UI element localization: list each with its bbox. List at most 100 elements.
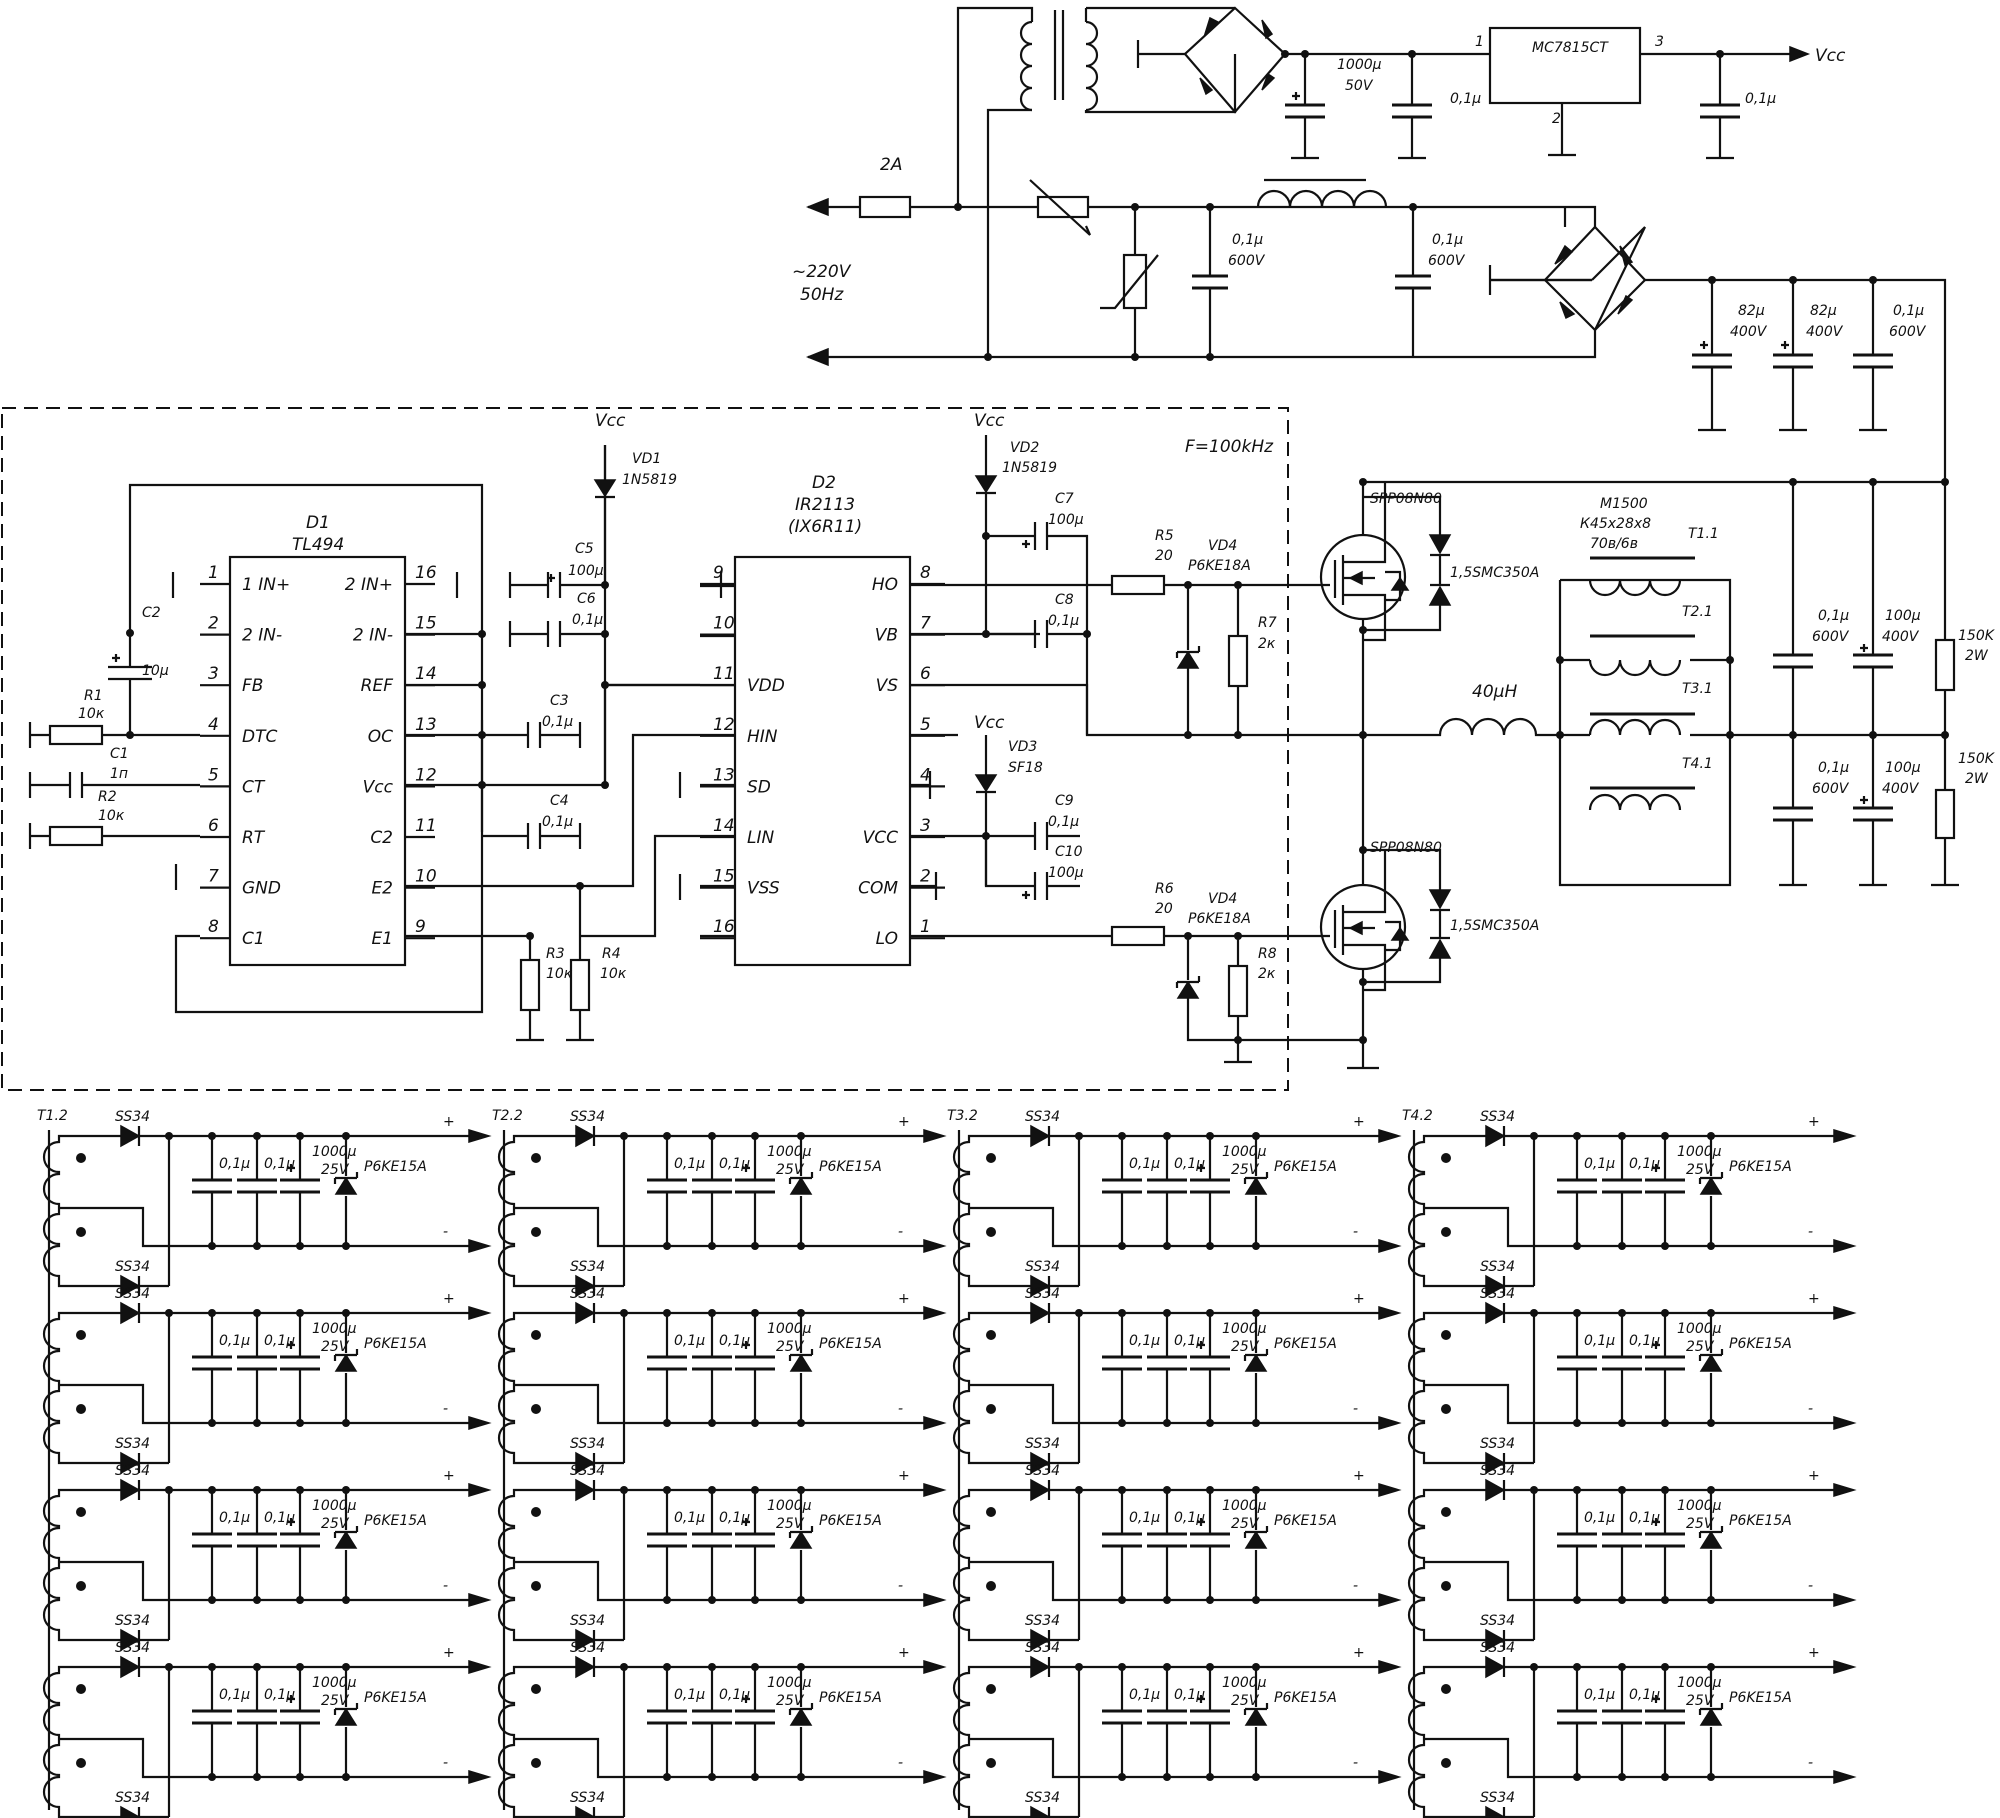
d2-alt: (IX6R11) bbox=[788, 517, 862, 537]
cap3-voltage: 25V bbox=[1686, 1339, 1715, 1355]
d1-pin-label: REF bbox=[361, 676, 394, 696]
plus-label: + bbox=[898, 1645, 910, 1661]
labels: 2A ~220V 50Hz 1000µ 50V 0,1µ MC7815CT 1 … bbox=[78, 34, 1996, 982]
d1-pin-label: OC bbox=[368, 727, 393, 747]
d2-pin-number: 9 bbox=[713, 563, 724, 583]
r4-ref: R4 bbox=[602, 946, 621, 962]
filter-cb-voltage: 600V bbox=[1428, 253, 1466, 269]
plus-label: + bbox=[1353, 1114, 1365, 1130]
cap1-value: 0,1µ bbox=[1129, 1333, 1160, 1349]
minus-label: - bbox=[1808, 1578, 1813, 1594]
cap1-value: 0,1µ bbox=[674, 1687, 705, 1703]
cap2-value: 0,1µ bbox=[264, 1333, 295, 1349]
regulator-pin-in: 1 bbox=[1475, 34, 1484, 50]
r6-value: 20 bbox=[1155, 901, 1173, 917]
d2-pin-number: 15 bbox=[713, 867, 735, 887]
cap3-voltage: 25V bbox=[1231, 1693, 1260, 1709]
cap3-value: 1000µ bbox=[1222, 1675, 1267, 1691]
tvs-label: P6KE15A bbox=[1274, 1159, 1337, 1175]
core-material: M1500 bbox=[1600, 496, 1648, 512]
cap1-value: 0,1µ bbox=[219, 1510, 250, 1526]
regulator-pin-gnd: 2 bbox=[1552, 111, 1561, 127]
minus-label: - bbox=[898, 1224, 903, 1240]
d1-pin-number: 6 bbox=[208, 816, 219, 836]
tvs-label: P6KE15A bbox=[1729, 1336, 1792, 1352]
diode-label-top: SS34 bbox=[1025, 1286, 1060, 1302]
c9-ref: C9 bbox=[1055, 793, 1074, 809]
r2-value: 10к bbox=[98, 808, 125, 824]
d1-pin-label: E1 bbox=[371, 929, 393, 949]
cap3-voltage: 25V bbox=[1231, 1339, 1260, 1355]
diode-label-top: SS34 bbox=[1025, 1463, 1060, 1479]
d1-pin-label: GND bbox=[242, 879, 281, 899]
winding-t11: T1.1 bbox=[1688, 526, 1719, 542]
diode-label-bottom: SS34 bbox=[1025, 1613, 1060, 1629]
cap3-voltage: 25V bbox=[776, 1693, 805, 1709]
d2-part: IR2113 bbox=[795, 495, 855, 515]
cap2-value: 0,1µ bbox=[264, 1156, 295, 1172]
d2-pin-number: 16 bbox=[713, 917, 735, 937]
d2-pin-label: COM bbox=[858, 879, 898, 899]
cap3-value: 1000µ bbox=[767, 1675, 812, 1691]
r4-value: 10к bbox=[600, 966, 627, 982]
cap1-value: 0,1µ bbox=[1129, 1156, 1160, 1172]
cap3-voltage: 25V bbox=[1231, 1162, 1260, 1178]
d2-pin-number: 5 bbox=[920, 715, 931, 735]
winding-t41: T4.1 bbox=[1682, 756, 1713, 772]
vcc-label-2: Vcc bbox=[974, 411, 1005, 431]
diode-label-top: SS34 bbox=[115, 1109, 150, 1125]
plus-label: + bbox=[1808, 1114, 1820, 1130]
vd4a-ref: VD4 bbox=[1208, 538, 1237, 554]
filter-ca-value: 0,1µ bbox=[1232, 232, 1263, 248]
vd4b-ref: VD4 bbox=[1208, 891, 1237, 907]
d1-pin-number: 7 bbox=[208, 867, 219, 887]
diode-label-top: SS34 bbox=[570, 1286, 605, 1302]
cap3-value: 1000µ bbox=[767, 1144, 812, 1160]
plus-label: + bbox=[1808, 1291, 1820, 1307]
diode-label-bottom: SS34 bbox=[1480, 1259, 1515, 1275]
d2-pin-label: LIN bbox=[747, 828, 774, 848]
d1-pin-label: 2 IN- bbox=[353, 626, 393, 646]
cap3-voltage: 25V bbox=[321, 1516, 350, 1532]
tvs-label: P6KE15A bbox=[1274, 1336, 1337, 1352]
cap2-value: 0,1µ bbox=[264, 1687, 295, 1703]
cap2-value: 0,1µ bbox=[1629, 1333, 1660, 1349]
vd1-part: 1N5819 bbox=[622, 472, 677, 488]
d2-pin-number: 14 bbox=[713, 816, 735, 836]
d1-pin-label: FB bbox=[242, 676, 263, 696]
r1-value: 10к bbox=[78, 706, 105, 722]
cap2-value: 0,1µ bbox=[1174, 1333, 1205, 1349]
d1-pin-label: 2 IN+ bbox=[345, 575, 393, 595]
d2-pin-label: VCC bbox=[863, 828, 898, 848]
diode-label-top: SS34 bbox=[570, 1640, 605, 1656]
d1-pin-number: 15 bbox=[415, 614, 437, 634]
diode-label-bottom: SS34 bbox=[570, 1436, 605, 1452]
diode-label-top: SS34 bbox=[1480, 1463, 1515, 1479]
bus1-voltage: 400V bbox=[1730, 324, 1768, 340]
rb2-power: 2W bbox=[1965, 771, 1989, 787]
vd2-part: 1N5819 bbox=[1002, 460, 1057, 476]
tvs-label: P6KE15A bbox=[364, 1690, 427, 1706]
c3-value: 0,1µ bbox=[542, 714, 573, 730]
plus-label: + bbox=[1808, 1468, 1820, 1484]
cap2-value: 0,1µ bbox=[264, 1510, 295, 1526]
secondary-label: T4.2 bbox=[1402, 1108, 1433, 1124]
minus-label: - bbox=[1353, 1755, 1358, 1771]
cap1-value: 0,1µ bbox=[1129, 1687, 1160, 1703]
diode-label-bottom: SS34 bbox=[570, 1790, 605, 1806]
cap3-value: 1000µ bbox=[312, 1144, 357, 1160]
c2-value: 10µ bbox=[142, 663, 169, 679]
cap1-value: 0,1µ bbox=[219, 1333, 250, 1349]
controller-wiring bbox=[28, 445, 735, 1042]
cap3-value: 1000µ bbox=[1677, 1498, 1722, 1514]
tvs-label: P6KE15A bbox=[1274, 1513, 1337, 1529]
minus-label: - bbox=[1353, 1401, 1358, 1417]
vd3-ref: VD3 bbox=[1008, 739, 1037, 755]
tvs-label: P6KE15A bbox=[819, 1336, 882, 1352]
gate-drive bbox=[910, 435, 1363, 1064]
